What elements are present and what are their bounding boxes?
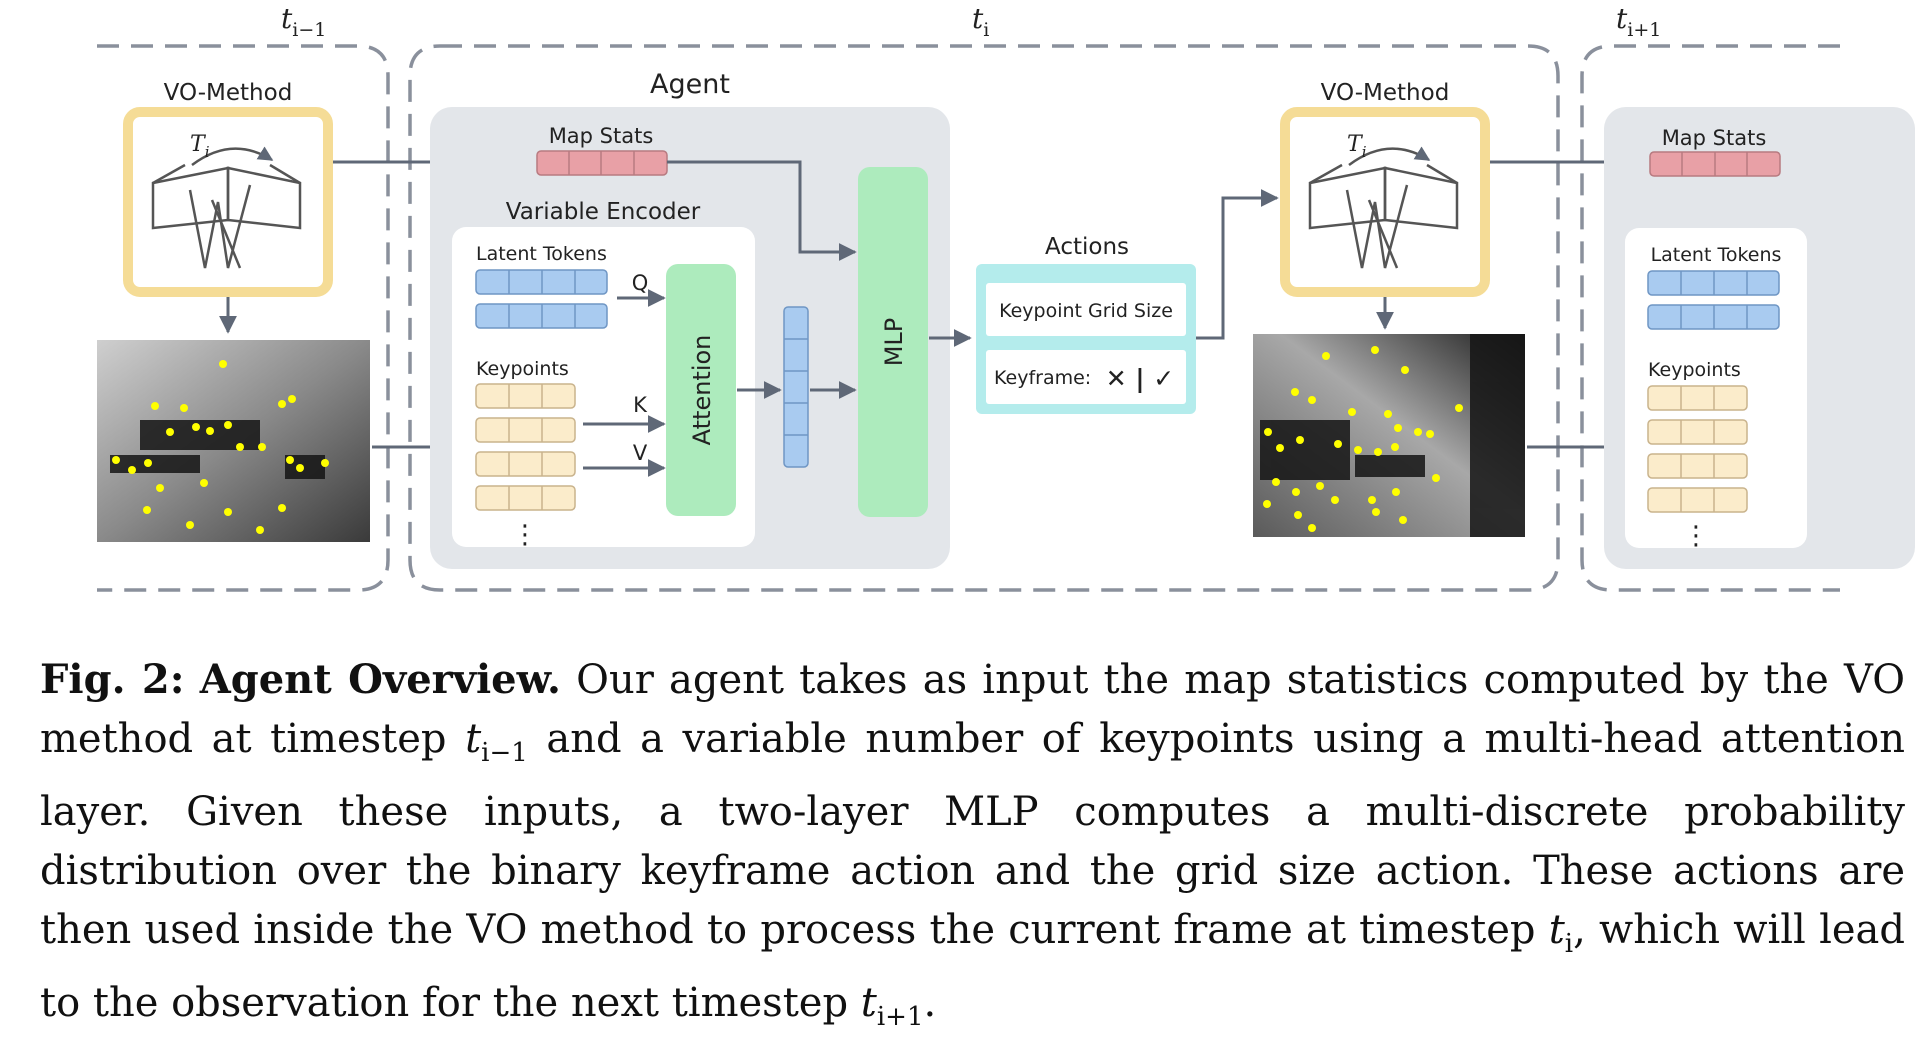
arrow-mapstats-to-mlp <box>667 160 857 261</box>
pose-graph-icon <box>151 146 302 269</box>
latent-tokens-label-next: Latent Tokens <box>1651 244 1782 266</box>
map-stats-tokens-next <box>1649 151 1781 177</box>
latent-tokens-label: Latent Tokens <box>476 243 607 265</box>
vo-method-label-right: VO-Method <box>1321 80 1450 106</box>
v-label: V <box>633 441 648 465</box>
keypoint-rows <box>475 383 576 511</box>
map-stats-tokens <box>536 150 668 176</box>
variable-encoder-label: Variable Encoder <box>506 199 701 225</box>
agent-overview-diagram: ti−1 ti ti+1 VO-Method Ti <box>97 2 1915 592</box>
keypoint-dots-right <box>1263 346 1463 532</box>
frame-curr <box>408 44 1560 592</box>
arrow-actions-to-vo <box>1196 189 1279 340</box>
keypoints-ellipsis: ⋮ <box>512 520 538 550</box>
vo-method-box-right: Ti <box>1280 107 1490 297</box>
mlp-block <box>858 167 928 517</box>
caption-fig-label: Fig. 2: <box>40 656 185 703</box>
keypoints-label-next: Keypoints <box>1648 359 1741 381</box>
q-label: Q <box>632 271 649 295</box>
latent-token-rows <box>475 269 608 329</box>
camera-frame-right <box>1253 334 1525 537</box>
pose-graph-icon <box>1308 146 1459 269</box>
k-label: K <box>633 393 648 417</box>
vo-method-box-left: Ti <box>123 107 333 297</box>
vo-method-label-left: VO-Method <box>164 80 293 106</box>
keyframe-options: ✕ | ✓ <box>1106 364 1174 393</box>
caption-timestep-2: ti <box>1548 907 1574 959</box>
attention-label: Attention <box>688 335 716 446</box>
timestep-frames <box>97 44 1840 592</box>
pose-label: Ti <box>190 132 210 161</box>
frame-next <box>1580 44 1840 592</box>
camera-frame-left <box>97 340 370 542</box>
keypoint-dots-left <box>112 360 329 534</box>
map-stats-label: Map Stats <box>549 124 654 148</box>
attention-output-tokens <box>783 306 809 468</box>
attention-block <box>666 264 736 516</box>
caption-timestep-1: ti−1 <box>465 716 528 768</box>
caption-text-4: . <box>923 980 937 1026</box>
timestep-labels: ti−1 ti ti+1 <box>281 2 1661 41</box>
figure-caption: Fig. 2: Agent Overview. Our agent takes … <box>40 650 1905 1047</box>
actions-label: Actions <box>1045 234 1129 260</box>
timestep-prev-label: ti−1 <box>281 2 326 41</box>
map-stats-label-next: Map Stats <box>1662 126 1767 150</box>
timestep-next-label: ti+1 <box>1616 2 1661 41</box>
actions-box: Keypoint Grid Size Keyframe: ✕ | ✓ <box>976 264 1196 414</box>
caption-text-2: and a variable number of keypoints using… <box>40 716 1905 953</box>
keyframe-action <box>986 350 1186 404</box>
caption-timestep-3: ti+1 <box>860 980 924 1032</box>
keypoint-rows-next <box>1647 385 1748 513</box>
caption-text-1: Our agent takes as input the map statist… <box>40 657 1905 762</box>
caption-title: Agent Overview. <box>199 656 561 703</box>
keypoints-ellipsis-next: ⋮ <box>1683 521 1709 551</box>
keyframe-label: Keyframe: <box>994 367 1091 389</box>
grid-size-action <box>986 283 1186 336</box>
timestep-curr-label: ti <box>972 2 989 41</box>
pose-label: Ti <box>1347 132 1367 161</box>
agent-label: Agent <box>650 69 730 100</box>
keypoints-label: Keypoints <box>476 358 569 380</box>
latent-token-rows-next <box>1647 270 1780 330</box>
grid-size-label: Keypoint Grid Size <box>999 300 1173 322</box>
mlp-label: MLP <box>880 318 908 367</box>
frame-prev <box>97 44 390 592</box>
